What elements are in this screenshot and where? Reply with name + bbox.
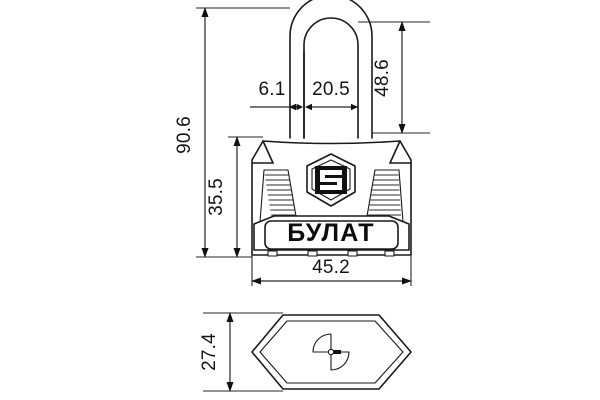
lock-body: БУЛАТ bbox=[251, 140, 412, 257]
dimension-shackle-diameter: 6.1 bbox=[250, 79, 303, 111]
keyway-lobe-upper bbox=[312, 333, 332, 353]
arrowhead-down bbox=[201, 248, 209, 258]
keyway-shutter bbox=[312, 333, 350, 371]
arrowhead-right bbox=[351, 103, 358, 111]
dim-label-shackle-diameter: 6.1 bbox=[258, 79, 285, 100]
dimension-body-width: 45.2 bbox=[251, 255, 412, 286]
dim-label-overall-height: 90.6 bbox=[174, 116, 195, 154]
dimension-body-height: 35.5 bbox=[206, 136, 263, 258]
shackle bbox=[289, 0, 373, 139]
dim-label-body-width: 45.2 bbox=[312, 257, 350, 278]
body-tab bbox=[307, 250, 318, 257]
dimension-shackle-inner-width: 20.5 bbox=[305, 79, 358, 111]
dim-label-body-height: 35.5 bbox=[206, 178, 227, 216]
bulat-hexagon-logo bbox=[306, 153, 356, 207]
arrowhead-up bbox=[398, 21, 406, 31]
dimension-body-depth: 27.4 bbox=[199, 312, 283, 392]
body-tab bbox=[347, 250, 358, 257]
body-tab bbox=[384, 250, 395, 257]
arrowhead-down bbox=[226, 382, 234, 392]
body-tab bbox=[267, 250, 278, 257]
keyway-lobe-lower bbox=[330, 351, 350, 371]
keyway-slot bbox=[331, 350, 341, 354]
front-view: БУЛАТ 90.6 bbox=[174, 0, 430, 286]
body-bottom-tabs bbox=[267, 250, 395, 257]
arrowhead-down bbox=[398, 124, 406, 134]
arrowhead-up bbox=[233, 136, 241, 146]
nameplate-plate bbox=[264, 220, 399, 250]
dim-label-shackle-clearance: 48.6 bbox=[372, 59, 393, 97]
dim-label-shackle-inner-width: 20.5 bbox=[312, 79, 350, 100]
arrowhead-left bbox=[251, 277, 261, 285]
arrowhead-left bbox=[289, 103, 296, 111]
arrowhead-down bbox=[233, 248, 241, 258]
arrowhead-right bbox=[296, 103, 303, 111]
brand-nameplate: БУЛАТ bbox=[253, 215, 410, 251]
arrowhead-up bbox=[226, 312, 234, 322]
shackle-inner-contour bbox=[303, 17, 359, 139]
arrowhead-left bbox=[305, 103, 312, 111]
body-shoulder-left-edge bbox=[262, 140, 274, 164]
dimension-overall-height: 90.6 bbox=[174, 7, 290, 258]
keyway-center-pin bbox=[327, 348, 335, 356]
brand-label: БУЛАТ bbox=[287, 219, 375, 247]
body-shoulder-right-edge bbox=[389, 140, 401, 164]
logo-glyph-s bbox=[320, 170, 342, 190]
body-right-lamination-lines bbox=[368, 174, 401, 216]
bottom-view: 27.4 bbox=[199, 312, 412, 392]
body-left-lamination-lines bbox=[264, 174, 296, 216]
dimension-shackle-clearance: 48.6 bbox=[358, 21, 430, 134]
arrowhead-up bbox=[201, 7, 209, 17]
arrowhead-right bbox=[402, 277, 412, 285]
dim-label-body-depth: 27.4 bbox=[199, 333, 220, 371]
shackle-outer-contour bbox=[289, 0, 373, 139]
